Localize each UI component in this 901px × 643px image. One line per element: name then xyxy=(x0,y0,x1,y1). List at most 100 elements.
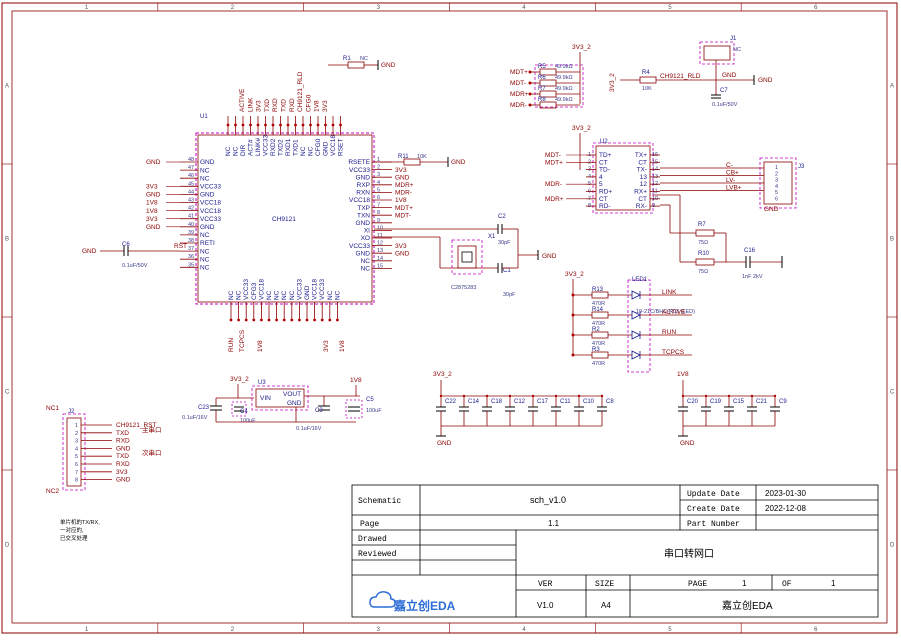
u1-pin-label: NC xyxy=(200,256,210,263)
j3-pin-number: 5 xyxy=(775,190,778,196)
u1-pin-number: 4 xyxy=(377,180,380,186)
ruler-col-bottom: 3 xyxy=(377,627,381,633)
c4-ref: C4 xyxy=(240,409,248,415)
u3-regulator[interactable]: 3V3_2 U3 VIN VOUT GND 1V8 C23 0.1uF/16V … xyxy=(182,376,382,432)
j1-jumper[interactable]: J1 NC 3V3_2 R4 10K CH9121_RLD GND GND C7… xyxy=(609,36,773,108)
tb-of-label: OF xyxy=(782,580,792,589)
ruler-col-top: 1 xyxy=(85,5,89,11)
u1-pin-net: MDR- xyxy=(395,190,412,197)
mdr-dot xyxy=(528,70,532,74)
led-indicators[interactable]: 3V3_2 LED1 19-21C/BHC-R03 (LED) R13470RL… xyxy=(565,271,695,373)
j2-pin-net: RXD xyxy=(116,461,130,468)
title-block xyxy=(351,484,879,618)
ruler-col-top: 5 xyxy=(668,5,672,11)
u1-pin-label: NC xyxy=(228,290,235,300)
u1-pin-net: GND xyxy=(146,224,161,231)
u2-left-net: MDT- xyxy=(545,152,561,159)
x1-crystal[interactable]: X1 C2875283 C2 30pF C1 30pF GND xyxy=(374,214,557,298)
u1-pin-number: 1 xyxy=(377,157,380,163)
u1-bottom-net: RUN xyxy=(228,338,235,352)
c1-ref: C1 xyxy=(503,268,511,274)
u1-pin-number: 11 xyxy=(377,233,383,239)
tb-create-label: Create Date xyxy=(687,505,740,514)
decap-dot xyxy=(681,394,685,398)
c5-ref: C5 xyxy=(366,397,374,403)
u1-pin-dot xyxy=(229,318,233,322)
u1-bottom-net: TCPCS xyxy=(239,329,246,352)
u2-left-label: CT xyxy=(599,196,608,203)
led-resistor-val: 470R xyxy=(592,321,605,327)
u1-pin-label: VCC18 xyxy=(258,279,265,300)
u1-pin-dot xyxy=(324,123,327,127)
u1-chip[interactable]: U1 CH9121 GND48GNDNC47NC46VCC33453V3GND4… xyxy=(146,71,414,352)
mdr-dot xyxy=(528,81,532,85)
u1-pin-label: RSETE xyxy=(348,159,370,166)
u2-left-net: MDR- xyxy=(545,181,562,188)
led-resistor-ref: R2 xyxy=(592,327,600,333)
u2-left-label: TD+ xyxy=(599,152,612,159)
r11-resistor[interactable]: R11 10K GND xyxy=(374,154,466,167)
u1-pin-dot xyxy=(290,318,294,322)
c6-val: 0.1uF/50V xyxy=(122,263,148,269)
u1-pin-number: 7 xyxy=(377,203,380,209)
r1-resistor[interactable]: R1 NC GND xyxy=(328,56,396,70)
u1-pin-label: VCC18 xyxy=(349,197,370,204)
u1-pin-label: GND xyxy=(200,159,215,166)
decap-dot xyxy=(704,394,708,398)
decap-ref: C18 xyxy=(491,399,503,405)
led-diode-icon xyxy=(631,350,641,360)
j2-pin-number: 7 xyxy=(75,470,78,476)
led-diode-icon xyxy=(631,330,641,340)
u1-pin-dot xyxy=(244,318,248,322)
u2-left-net: MDT+ xyxy=(545,159,563,166)
u2-left-label: RD- xyxy=(599,203,611,210)
u2-right-label: 13 xyxy=(640,174,648,181)
u1-ref: U1 xyxy=(200,114,208,120)
u1-pin-dot xyxy=(271,123,275,127)
j3-pin-number: 6 xyxy=(775,197,778,203)
u2-out-net: LVB+ xyxy=(726,185,742,192)
u1-pin-label: GND xyxy=(200,192,215,199)
decap-ref: C21 xyxy=(756,399,768,405)
ruler-row-right: B xyxy=(890,237,894,243)
termination-network[interactable]: R7 75Ω R10 75Ω C16 1nF 2kV xyxy=(653,194,783,280)
u1-pin-dot xyxy=(309,123,312,127)
ruler-col-bottom: 4 xyxy=(522,627,526,633)
u1-pin-net: GND xyxy=(395,250,410,257)
led-dot xyxy=(571,313,575,317)
c6-ref: C6 xyxy=(122,242,130,248)
u2-transformer[interactable]: 3V3_2 U2 TD+1MDT-CT2MDT+TD-34455MDR-RD+6… xyxy=(545,125,764,214)
u1-pin-label: NC xyxy=(361,266,371,273)
u2-left-label: RD+ xyxy=(599,189,612,196)
footnote-line-3: 已交叉处理 xyxy=(60,534,88,542)
footnote-line-2: 一对应的, xyxy=(60,526,84,534)
c16-ref: C16 xyxy=(744,248,756,254)
u1-top-net: 1V8 xyxy=(314,100,321,112)
decap-ref: C20 xyxy=(687,399,699,405)
u1-pin-dot xyxy=(294,123,297,127)
u1-pin-number: 44 xyxy=(188,189,194,195)
j2-pin-number: 6 xyxy=(75,462,78,468)
x1-gnd: GND xyxy=(542,253,557,260)
tb-size-label: SIZE xyxy=(595,580,614,589)
led-net: RUN xyxy=(662,329,676,336)
u1-pin-label: NC xyxy=(236,290,243,300)
j2-pin-net: TXD xyxy=(116,430,129,437)
decap-ref: C11 xyxy=(560,399,571,405)
mdr-rail: 3V3_2 xyxy=(572,44,591,51)
j1-gnd-2: GND xyxy=(758,77,773,84)
u1-pin-dot xyxy=(226,123,230,127)
led-resistor-ref: R3 xyxy=(592,347,600,353)
decap-ref: C14 xyxy=(468,399,480,405)
inner-frame xyxy=(11,10,888,624)
u1-pin-label: VCC33 xyxy=(319,279,326,300)
c6-capacitor[interactable]: C6 0.1uF/50V GND RST xyxy=(82,242,187,269)
r10-val: 75Ω xyxy=(698,269,708,275)
u1-pin-dot xyxy=(256,123,260,127)
j1-net: CH9121_RLD xyxy=(660,73,701,80)
j2-header[interactable]: J2 NC1 NC2 主串口 次串口 CH9121_RST1TXD2RXD3GN… xyxy=(46,405,162,495)
